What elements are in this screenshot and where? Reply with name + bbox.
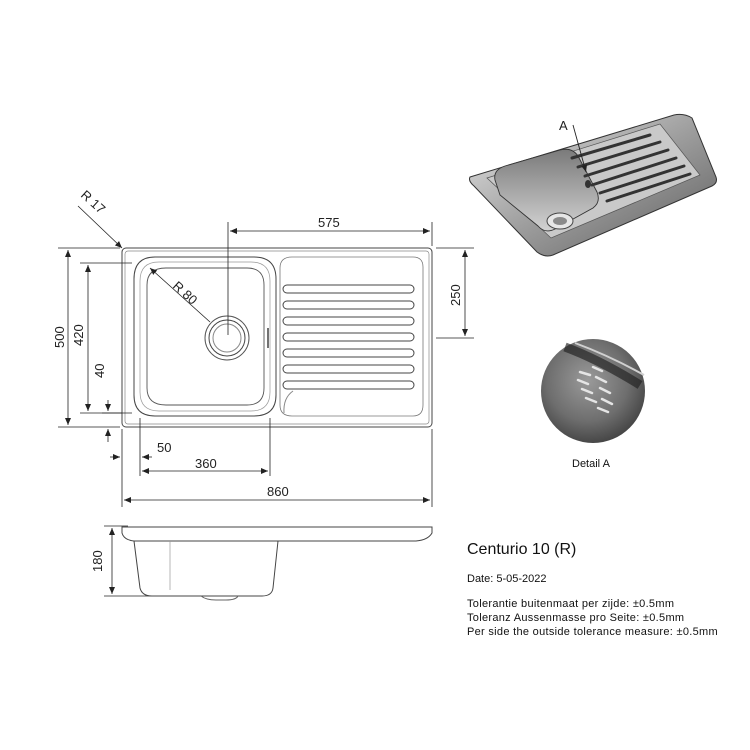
- sink-3d-bowl: [494, 148, 599, 232]
- top-view: [121, 247, 433, 428]
- side-view: [121, 526, 433, 601]
- dim-180: 180: [90, 550, 105, 572]
- sink-3d-grooves: [570, 133, 692, 203]
- tolerance-de: Toleranz Aussenmasse pro Seite: ±0.5mm: [467, 612, 685, 624]
- dim-250: 250: [448, 284, 463, 306]
- dim-360: 360: [195, 456, 217, 471]
- dim-860: 860: [267, 484, 289, 499]
- drawing-date: Date: 5-05-2022: [467, 573, 547, 585]
- dim-r17: R 17: [78, 187, 108, 217]
- dim-40: 40: [92, 364, 107, 378]
- detail-a-label: Detail A: [572, 458, 610, 470]
- sink-outline: [121, 247, 433, 428]
- tolerance-en: Per side the outside tolerance measure: …: [467, 626, 718, 638]
- detail-marker-a: A: [559, 118, 568, 133]
- drainer-grooves: [282, 284, 415, 390]
- dimension-lines: [58, 205, 474, 597]
- dim-500: 500: [52, 326, 67, 348]
- detail-a-view: [541, 339, 645, 443]
- tolerance-nl: Tolerantie buitenmaat per zijde: ±0.5mm: [467, 598, 675, 610]
- dim-50: 50: [157, 440, 171, 455]
- product-title: Centurio 10 (R): [467, 541, 577, 558]
- sink-3d-render: [469, 113, 717, 257]
- sink-bowl: [133, 256, 277, 417]
- drain: [204, 315, 250, 361]
- dim-575: 575: [318, 215, 340, 230]
- drainer-board: [279, 256, 424, 417]
- dim-420: 420: [71, 324, 86, 346]
- dim-r80: R 80: [170, 278, 200, 308]
